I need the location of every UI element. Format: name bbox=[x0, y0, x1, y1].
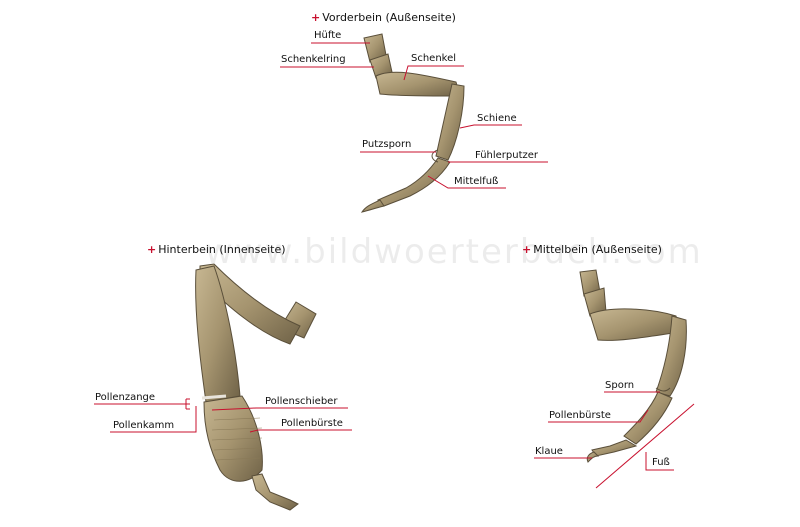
label-middle-pollenbuerste: Pollenbürste bbox=[549, 410, 611, 421]
label-schenkel: Schenkel bbox=[411, 53, 457, 64]
front-claw bbox=[360, 199, 385, 213]
label-huefte: Hüfte bbox=[314, 30, 342, 41]
middle-claw bbox=[586, 451, 600, 463]
label-pollenzange: Pollenzange bbox=[95, 392, 156, 403]
leader-lines bbox=[94, 42, 695, 489]
middle-leg-drawing bbox=[579, 269, 687, 463]
middle-tibia bbox=[655, 315, 687, 397]
middle-femur bbox=[589, 308, 681, 341]
watermark: www.bildwoerterbuch.com bbox=[205, 232, 703, 272]
plus-icon[interactable]: + bbox=[147, 243, 157, 256]
label-fuehlerputzer: Fühlerputzer bbox=[475, 150, 539, 161]
front-leg-title: +Vorderbein (Außenseite) bbox=[311, 11, 456, 24]
hind-leg-title: +Hinterbein (Innenseite) bbox=[147, 243, 286, 256]
middle-spur bbox=[655, 387, 671, 392]
front-leg-title-text: Vorderbein (Außenseite) bbox=[322, 11, 456, 24]
hind-leg-drawing bbox=[195, 263, 317, 511]
label-klaue: Klaue bbox=[535, 446, 563, 457]
middle-tarsal-segments bbox=[591, 439, 638, 457]
label-schiene: Schiene bbox=[477, 113, 517, 124]
middle-tarsus bbox=[623, 391, 673, 445]
front-spur bbox=[431, 149, 439, 163]
label-pollenbuerste: Pollenbürste bbox=[281, 418, 343, 429]
hind-leg-title-text: Hinterbein (Innenseite) bbox=[158, 243, 286, 256]
front-tarsus bbox=[377, 157, 451, 207]
middle-leg-title-text: Mittelbein (Außenseite) bbox=[533, 243, 662, 256]
hind-tarsi bbox=[251, 473, 299, 511]
label-sporn: Sporn bbox=[605, 380, 635, 391]
label-putzsporn: Putzsporn bbox=[362, 139, 412, 150]
label-schenkelring: Schenkelring bbox=[281, 54, 346, 65]
label-pollenkamm: Pollenkamm bbox=[113, 420, 175, 431]
label-pollenschieber: Pollenschieber bbox=[265, 396, 338, 407]
label-mittelfuss: Mittelfuß bbox=[454, 176, 499, 187]
middle-leg-title: +Mittelbein (Außenseite) bbox=[522, 243, 662, 256]
plus-icon[interactable]: + bbox=[522, 243, 532, 256]
front-tibia bbox=[435, 83, 465, 161]
label-fuss: Fuß bbox=[652, 457, 670, 468]
front-femur bbox=[375, 71, 461, 97]
front-leg-drawing bbox=[360, 33, 465, 213]
plus-icon[interactable]: + bbox=[311, 11, 321, 24]
